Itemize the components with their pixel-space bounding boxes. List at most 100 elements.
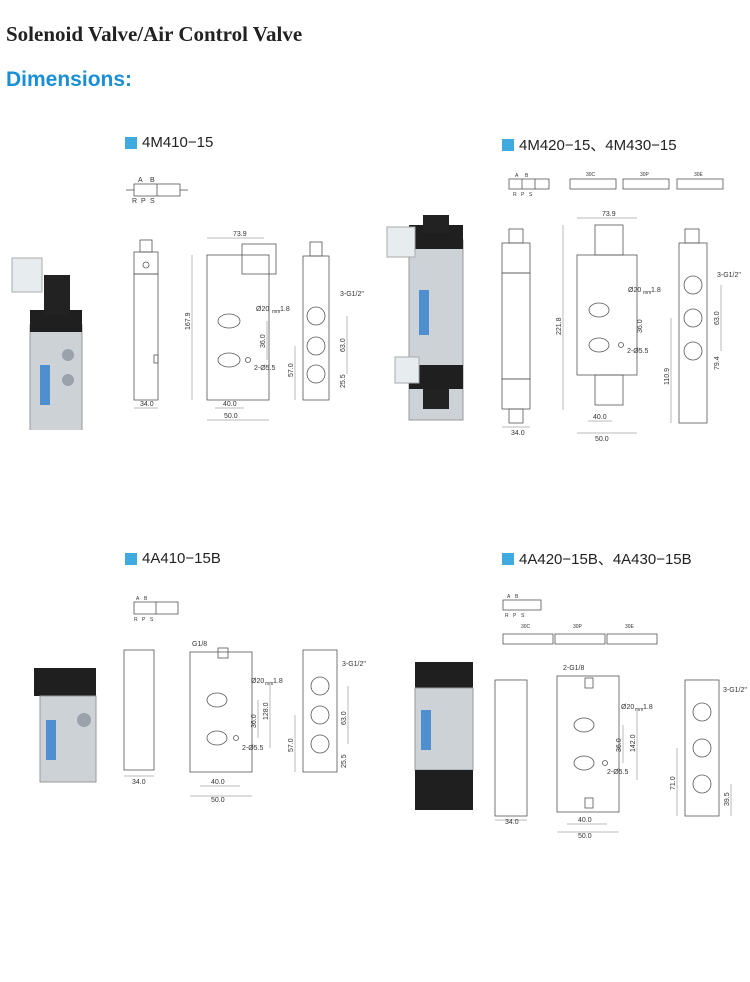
svg-text:B: B [144,596,148,602]
svg-text:A: A [136,596,140,602]
svg-text:25.5: 25.5 [341,754,348,768]
valve-symbols: A B R P S 30C 30P 30E [502,594,658,645]
svg-text:57.0: 57.0 [288,738,295,752]
svg-text:Ø20: Ø20 [251,678,264,685]
svg-text:G1/8: G1/8 [192,641,207,648]
svg-text:1.8: 1.8 [651,287,661,294]
dim-34: 34.0 [140,401,154,408]
front-view: G1/8 Ø20 mm 1.8 36.0 128.0 2-Ø5.5 40.0 5… [189,641,283,804]
svg-text:34.0: 34.0 [505,819,519,826]
svg-text:79.4: 79.4 [714,356,721,370]
model-label: 4M410−15 [142,134,214,151]
drawing-4a420: A B R P S 30C 30P 30E 34.0 2-G1/8 Ø20 mm… [414,594,747,840]
svg-text:P: P [142,617,146,623]
svg-text:221.8: 221.8 [556,317,563,335]
svg-text:3-G1/2": 3-G1/2" [723,687,747,694]
dim-40: 40.0 [223,401,237,408]
model-label: 4M420−15、4M430−15 [519,137,677,154]
svg-text:30E: 30E [625,624,635,630]
svg-text:40.0: 40.0 [593,414,607,421]
front-view: 2-G1/8 Ø20 mm 1.8 36.0 142.0 2-Ø5.5 40.0… [556,665,653,840]
end-view: 3-G1/2" 63.0 110.9 79.4 [664,228,741,424]
port-p: P [141,198,146,205]
section-heading-4m420: 4M420−15、4M430−15 [502,134,677,155]
svg-text:2-Ø5.5: 2-Ø5.5 [242,745,264,752]
drawing-4a410: A B R P S 34.0 G1/8 Ø20 mm 1.8 36.0 128.… [34,596,366,804]
svg-text:mm: mm [643,290,651,296]
svg-text:R: R [505,613,509,619]
dim-mm: mm [272,309,280,315]
svg-text:mm: mm [265,681,273,687]
end-view: 3-G1/2" 71.0 39.5 [670,679,747,817]
svg-text:2-G1/8: 2-G1/8 [563,665,585,672]
page-title: Solenoid Valve/Air Control Valve [6,22,303,46]
svg-text:R: R [134,617,138,623]
svg-text:S: S [521,613,525,619]
svg-text:30C: 30C [521,624,531,630]
dim-25-5: 25.5 [340,374,347,388]
svg-text:R: R [513,192,517,198]
svg-text:30E: 30E [694,172,704,178]
port-s: S [150,198,155,205]
dim-63: 63.0 [340,338,347,352]
port-b: B [150,177,155,184]
svg-text:40.0: 40.0 [578,817,592,824]
end-view: 3-G1/2" 63.0 57.0 25.5 [288,241,364,401]
dimensions-heading: Dimensions: [6,68,133,91]
product-photo-4m420 [386,215,464,421]
end-view: 3-G1/2" 63.0 57.0 25.5 [288,649,366,773]
svg-text:S: S [529,192,533,198]
svg-text:A: A [515,173,519,179]
svg-text:63.0: 63.0 [714,311,721,325]
marker-square [502,552,514,565]
svg-text:3-G1/2": 3-G1/2" [717,272,741,279]
side-view: 34.0 [494,679,528,826]
front-view: 73.9 221.8 Ø20 mm 1.8 36.0 2-Ø5.5 40.0 5… [556,211,661,443]
model-label: 4A420−15B、4A430−15B [519,551,692,568]
svg-text:Ø20: Ø20 [628,287,641,294]
section-heading-4a410: 4A410−15B [125,550,221,567]
marker-square [125,552,137,565]
product-photo-4m410 [11,257,83,430]
valve-symbols: A B R P S 30C 30P 30E [508,172,724,198]
section-heading-4m410: 4M410−15 [125,134,213,151]
dim-2-dia5-5: 2-Ø5.5 [254,365,276,372]
svg-text:40.0: 40.0 [211,779,225,786]
svg-text:34.0: 34.0 [511,430,525,437]
svg-text:B: B [515,594,519,600]
svg-text:2-Ø5.5: 2-Ø5.5 [607,769,629,776]
dim-57: 57.0 [288,363,295,377]
svg-text:P: P [513,613,517,619]
svg-text:128.0: 128.0 [263,702,270,720]
svg-text:34.0: 34.0 [132,779,146,786]
svg-text:30P: 30P [573,624,583,630]
drawing-4m410: A B R P S 34.0 73.9 167.9 Ø20 mm 1.8 [11,177,364,430]
svg-text:73.9: 73.9 [602,211,616,218]
svg-text:mm: mm [635,707,643,713]
svg-text:P: P [521,192,525,198]
svg-text:30P: 30P [640,172,650,178]
dim-167-9: 167.9 [185,312,192,330]
dim-3-g1-2: 3-G1/2" [340,291,364,298]
svg-text:Ø20: Ø20 [621,704,634,711]
valve-symbol: A B R P S [133,596,179,623]
svg-text:A: A [507,594,511,600]
dim-36: 36.0 [260,334,267,348]
svg-text:110.9: 110.9 [664,368,671,385]
svg-text:39.5: 39.5 [724,792,731,806]
svg-text:B: B [525,173,529,179]
product-photo-4a420 [414,662,474,810]
svg-text:63.0: 63.0 [341,711,348,725]
dim-50: 50.0 [224,413,238,420]
product-photo-4a410 [34,668,97,783]
svg-text:30C: 30C [586,172,596,178]
marker-square [125,136,137,149]
side-view: 34.0 [133,239,159,409]
port-r: R [132,198,137,205]
svg-text:3-G1/2": 3-G1/2" [342,661,366,668]
dim-1-8: 1.8 [280,306,290,313]
svg-text:36.0: 36.0 [637,319,644,333]
port-a: A [138,177,143,184]
dim-73-9: 73.9 [233,231,247,238]
side-view: 34.0 [501,228,531,437]
